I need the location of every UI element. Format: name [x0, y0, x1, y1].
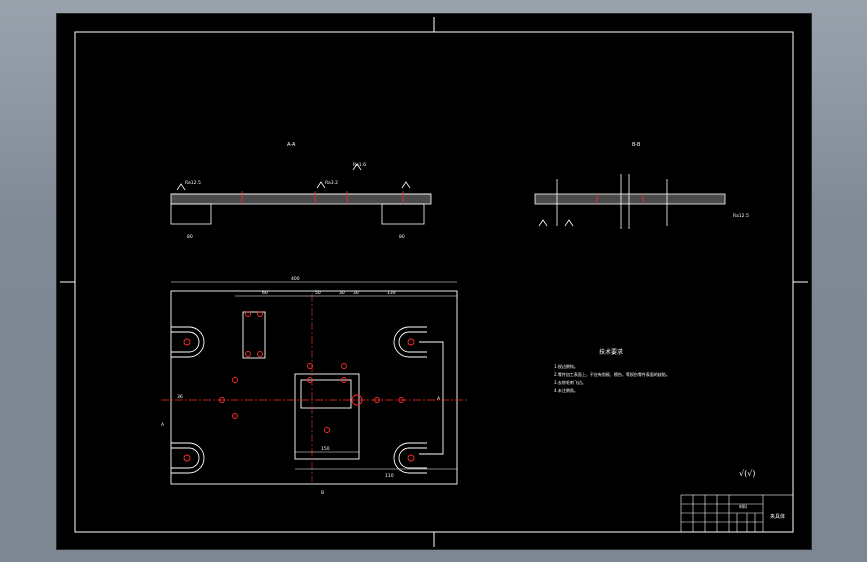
section-label-right: B-B — [632, 142, 641, 148]
ra-mark-1: Ra12.5 — [185, 180, 201, 186]
title-block — [680, 494, 794, 533]
dimensions — [171, 281, 457, 470]
cad-viewport[interactable]: A-A Ra12.5 Ra3.2 Ra1.6 B-B Ra12.5 — [56, 13, 812, 550]
section-a-a — [170, 163, 432, 225]
roughness-symbol: √(√) — [739, 469, 755, 478]
dim-130: 130 — [387, 290, 396, 296]
tech-req-4: 4.未注倒角。 — [554, 387, 578, 393]
title-block-name: 夹具体 — [770, 513, 785, 520]
dim-80a: 80 — [187, 234, 193, 240]
title-block-cell: 材料 — [739, 503, 747, 509]
view-mark-right: A — [437, 396, 441, 402]
ra-mark-2: Ra3.2 — [325, 180, 338, 186]
plan-view — [170, 290, 458, 485]
tech-req-3: 3.去除毛刺飞边。 — [554, 379, 586, 385]
dim-50: 50 — [315, 290, 321, 296]
dim-80b: 80 — [399, 234, 405, 240]
tech-req-1: 1.锐边倒钝。 — [554, 363, 578, 369]
dim-60: 60 — [262, 290, 268, 296]
ra-mark-3: Ra1.6 — [353, 162, 366, 168]
view-mark-bottom: B — [321, 490, 324, 496]
section-b-b — [534, 174, 726, 229]
tech-req-2: 2.零件加工表面上，不应有划痕、擦伤，等损伤零件表面的缺陷。 — [554, 371, 670, 377]
dim-110: 110 — [385, 473, 394, 479]
view-mark-left: A — [161, 422, 165, 428]
section-label-left: A-A — [287, 142, 296, 148]
dim-150: 150 — [321, 446, 330, 452]
dim-36: 36 — [177, 394, 183, 400]
holes — [183, 311, 415, 462]
dim-400: 400 — [291, 276, 300, 282]
tech-req-title: 技术要求 — [599, 348, 623, 356]
ra-mark-4: Ra12.5 — [733, 213, 749, 219]
dim-30b: 30 — [353, 290, 359, 296]
dim-30a: 30 — [339, 290, 345, 296]
drawing-canvas: A-A Ra12.5 Ra3.2 Ra1.6 B-B Ra12.5 — [60, 17, 808, 547]
